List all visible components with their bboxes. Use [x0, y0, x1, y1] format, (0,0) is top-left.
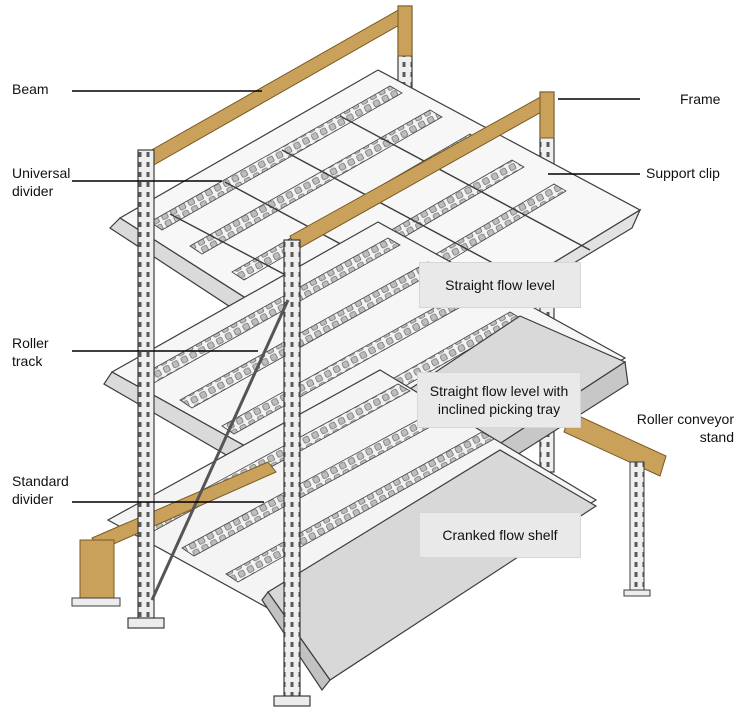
- label-frame: Frame: [680, 91, 721, 107]
- label-roller-conveyor-stand-line1: Roller conveyor: [636, 411, 734, 427]
- leader-lines: [72, 90, 640, 503]
- callout-straight-flow-inclined-line2: inclined picking tray: [437, 401, 561, 417]
- label-universal-divider: Universal divider: [12, 164, 70, 200]
- label-standard-divider: Standard divider: [12, 472, 69, 508]
- label-roller-track-line1: Roller: [12, 335, 49, 351]
- label-roller-track-line2: track: [12, 353, 43, 369]
- callout-straight-flow-level-text: Straight flow level: [445, 277, 555, 293]
- label-universal-divider-line2: divider: [12, 183, 54, 199]
- label-roller-conveyor-stand: Roller conveyor stand: [608, 410, 734, 446]
- label-roller-conveyor-stand-line2: stand: [699, 429, 734, 445]
- callout-cranked-flow-shelf-text: Cranked flow shelf: [442, 527, 558, 543]
- callout-straight-flow-level: Straight flow level: [419, 262, 581, 308]
- diagonal-brace: [150, 299, 290, 601]
- left-conveyor-stand: [79, 539, 115, 603]
- callout-straight-flow-inclined: Straight flow level with inclined pickin…: [417, 372, 581, 428]
- label-universal-divider-line1: Universal: [12, 165, 71, 181]
- label-support-clip: Support clip: [646, 165, 720, 181]
- front-right-upright: [283, 239, 301, 701]
- roller-conveyor-stand-post: [629, 461, 645, 595]
- beams: [71, 5, 667, 607]
- label-standard-divider-line1: Standard: [12, 473, 69, 489]
- callout-straight-flow-inclined-line1: Straight flow level with: [429, 383, 569, 399]
- callout-cranked-flow-shelf: Cranked flow shelf: [419, 512, 581, 558]
- label-standard-divider-line2: divider: [12, 491, 54, 507]
- label-beam: Beam: [12, 81, 49, 97]
- label-roller-track: Roller track: [12, 334, 49, 370]
- front-left-upright: [137, 149, 155, 621]
